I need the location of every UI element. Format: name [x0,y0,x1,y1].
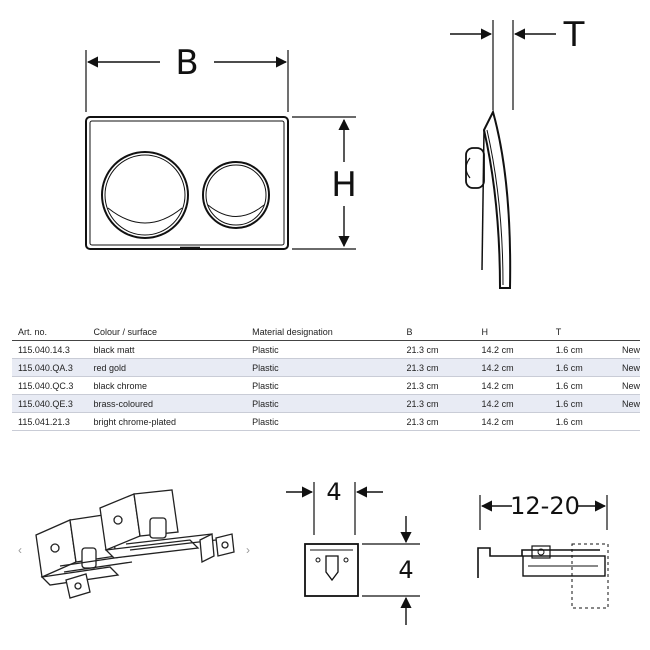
cell-colour: black chrome [87,376,247,395]
cell-material: Plastic [246,376,401,395]
cell-t: 1.6 cm [549,358,616,377]
cell-art-no: 115.040.14.3 [12,340,88,359]
cell-art-no: 115.040.QE.3 [12,394,88,413]
cell-art-no: 115.040.QC.3 [12,376,88,395]
bracket-profile [477,495,609,609]
product-spec-table: Art. no. Colour / surface Material desig… [12,323,640,431]
thickness-dimension-label: T [563,15,585,55]
cell-b: 21.3 cm [400,394,476,413]
width-dimension-label: B [175,43,198,83]
carousel-prev-icon[interactable]: ‹ [18,543,22,557]
table-row: 115.041.21.3 bright chrome-plated Plasti… [12,412,640,431]
cell-t: 1.6 cm [549,412,616,431]
header-status [615,323,640,341]
cell-t: 1.6 cm [549,394,616,413]
cell-colour: brass-coloured [87,394,247,413]
cell-status: New [615,394,640,413]
clip-height-label: 4 [398,556,413,584]
height-dimension-label: H [331,165,357,205]
clip-detail [286,482,420,625]
cell-status [615,412,640,431]
header-b: B [400,323,476,341]
cell-status: New [615,376,640,395]
cell-h: 14.2 cm [475,340,550,359]
cell-b: 21.3 cm [400,358,476,377]
cell-h: 14.2 cm [475,394,550,413]
cell-status: New [615,358,640,377]
table-row: 115.040.QE.3 brass-coloured Plastic 21.3… [12,394,640,413]
header-material: Material designation [246,323,401,341]
side-view [450,20,556,289]
cell-colour: red gold [87,358,247,377]
header-art-no: Art. no. [12,323,88,341]
mounting-bracket-set [35,489,235,599]
header-colour: Colour / surface [87,323,247,341]
clip-width-label: 4 [326,478,341,506]
header-t: T [549,323,616,341]
front-view [85,50,356,250]
cell-status: New [615,340,640,359]
table-row: 115.040.QA.3 red gold Plastic 21.3 cm 14… [12,358,640,377]
table-header-row: Art. no. Colour / surface Material desig… [12,323,640,341]
cell-h: 14.2 cm [475,358,550,377]
cell-b: 21.3 cm [400,412,476,431]
cell-t: 1.6 cm [549,376,616,395]
table-row: 115.040.14.3 black matt Plastic 21.3 cm … [12,340,640,359]
cell-b: 21.3 cm [400,340,476,359]
cell-colour: bright chrome-plated [87,412,247,431]
cell-art-no: 115.041.21.3 [12,412,88,431]
header-h: H [475,323,550,341]
cell-colour: black matt [87,340,247,359]
cell-material: Plastic [246,412,401,431]
cell-h: 14.2 cm [475,376,550,395]
cell-art-no: 115.040.QA.3 [12,358,88,377]
cell-h: 14.2 cm [475,412,550,431]
cell-material: Plastic [246,340,401,359]
adjust-range-label: 12-20 [510,492,580,520]
cell-material: Plastic [246,394,401,413]
table-row: 115.040.QC.3 black chrome Plastic 21.3 c… [12,376,640,395]
cell-t: 1.6 cm [549,340,616,359]
carousel-next-icon[interactable]: › [246,543,250,557]
cell-b: 21.3 cm [400,376,476,395]
cell-material: Plastic [246,358,401,377]
